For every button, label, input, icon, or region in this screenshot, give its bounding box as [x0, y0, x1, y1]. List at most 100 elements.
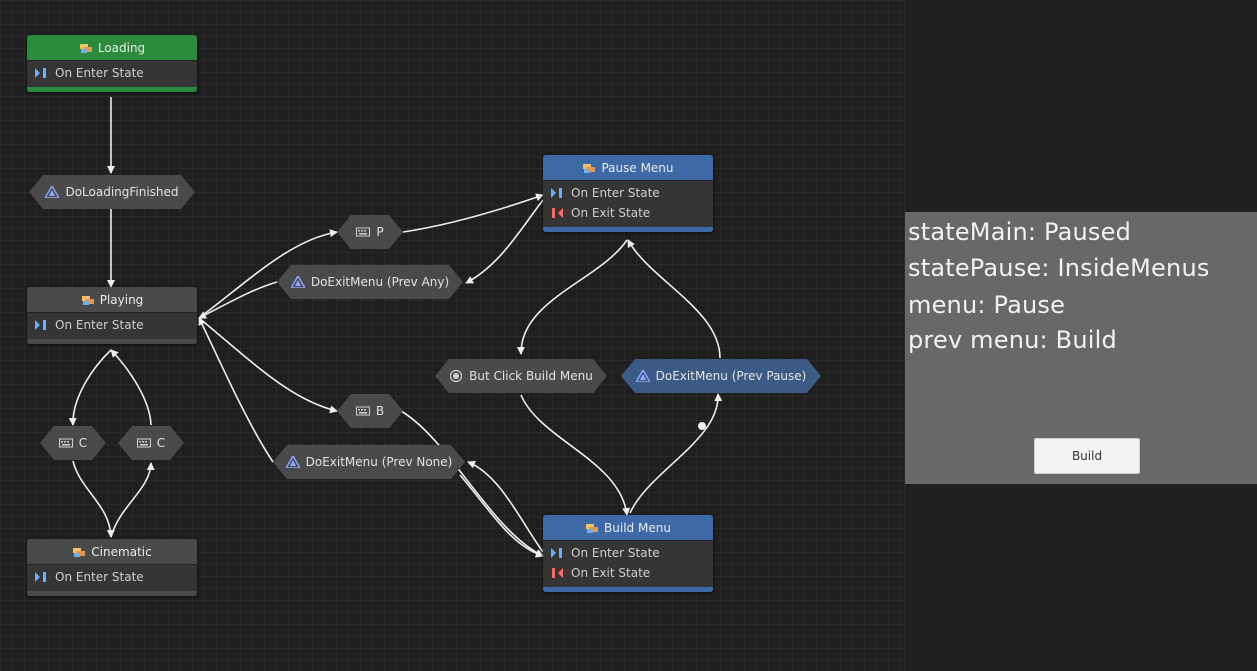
state-graph-canvas[interactable]: Loading On Enter State Playing On Enter …	[0, 0, 905, 671]
on-exit-icon	[552, 208, 563, 218]
state-icon	[73, 547, 86, 557]
transition-but-click-build-menu[interactable]: But Click Build Menu	[435, 359, 607, 393]
edge-pausemenu-to-butclick	[516, 239, 628, 355]
state-title: Cinematic	[91, 544, 152, 559]
edge-playing-to-key-b	[198, 317, 338, 414]
state-footer	[27, 87, 197, 92]
debug-line-state-pause: statePause: InsideMenus	[908, 254, 1210, 282]
transition-doexitmenu-prev-none[interactable]: DoExitMenu (Prev None)	[273, 445, 465, 479]
on-enter-icon	[551, 548, 562, 558]
edge-playing-to-key-p	[198, 229, 338, 319]
event-icon	[291, 276, 305, 288]
keyboard-icon	[137, 437, 151, 449]
state-icon	[79, 43, 92, 53]
state-action-row[interactable]: On Enter State	[27, 63, 197, 83]
edge-doexitmenu-pause-to-pausemenu	[627, 239, 721, 359]
state-action-label: On Enter State	[55, 570, 144, 584]
state-action-row[interactable]: On Enter State	[27, 315, 197, 335]
transition-label: But Click Build Menu	[469, 369, 593, 383]
transition-doloadingfinished[interactable]: DoLoadingFinished	[29, 175, 195, 209]
transition-label: DoLoadingFinished	[65, 185, 179, 199]
state-footer	[543, 227, 713, 232]
state-node-build-menu[interactable]: Build Menu On Enter State On Exit State	[543, 515, 713, 592]
state-header-loading[interactable]: Loading	[27, 35, 197, 61]
edge-pausemenu-to-doexitmenu-any	[465, 199, 544, 284]
keyboard-icon	[356, 405, 370, 417]
on-enter-icon	[551, 188, 562, 198]
edge-key-p-to-pausemenu	[402, 193, 544, 233]
edge-buildmenu-to-doexitmenu-pause	[629, 393, 723, 514]
state-action-label: On Enter State	[55, 66, 144, 80]
state-title: Build Menu	[604, 520, 671, 535]
state-title: Loading	[97, 40, 146, 55]
debug-info-panel: stateMain: Paused statePause: InsideMenu…	[905, 212, 1257, 484]
event-icon	[636, 370, 650, 382]
state-footer	[27, 339, 197, 344]
state-action-row[interactable]: On Enter State	[27, 567, 197, 587]
on-exit-icon	[552, 568, 563, 578]
edge-drag-handle	[698, 422, 706, 430]
keyboard-icon	[356, 226, 370, 238]
state-action-row[interactable]: On Enter State	[543, 543, 713, 563]
transition-doexitmenu-prev-any[interactable]: DoExitMenu (Prev Any)	[277, 265, 463, 299]
edge-key-c-left-to-cinematic	[72, 460, 115, 538]
state-action-label: On Enter State	[55, 318, 144, 332]
transition-label: C	[78, 436, 88, 450]
state-title: Playing	[99, 292, 144, 307]
transition-label: DoExitMenu (Prev Pause)	[655, 369, 807, 383]
transition-key-c-left[interactable]: C	[40, 426, 106, 460]
state-title: Pause Menu	[601, 160, 674, 175]
edge-key-c-right-to-playing	[110, 349, 152, 426]
state-icon	[583, 163, 596, 173]
transition-key-c-right[interactable]: C	[118, 426, 184, 460]
event-icon	[45, 186, 59, 198]
edge-key-b-to-buildmenu	[400, 410, 544, 557]
edge-buildmenu-to-doexitmenu-none	[467, 460, 544, 553]
state-icon	[586, 523, 599, 533]
state-header-pause-menu[interactable]: Pause Menu	[543, 155, 713, 181]
debug-line-state-main: stateMain: Paused	[908, 218, 1132, 246]
state-action-label: On Enter State	[571, 186, 660, 200]
build-button[interactable]: Build	[1034, 438, 1140, 474]
state-header-build-menu[interactable]: Build Menu	[543, 515, 713, 541]
debug-line-menu: menu: Pause	[908, 291, 1066, 319]
state-action-row[interactable]: On Exit State	[543, 563, 713, 583]
state-action-row[interactable]: On Exit State	[543, 203, 713, 223]
state-action-row[interactable]: On Enter State	[543, 183, 713, 203]
transition-key-b[interactable]: B	[337, 394, 403, 428]
state-action-label: On Exit State	[571, 566, 651, 580]
on-enter-icon	[35, 68, 46, 78]
debug-line-prev-menu: prev menu: Build	[908, 326, 1117, 354]
state-node-cinematic[interactable]: Cinematic On Enter State	[27, 539, 197, 596]
state-header-cinematic[interactable]: Cinematic	[27, 539, 197, 565]
panel-divider	[904, 0, 905, 671]
event-icon	[286, 456, 300, 468]
edge-butclick-to-buildmenu	[520, 394, 631, 516]
transition-key-p[interactable]: P	[337, 215, 403, 249]
state-header-playing[interactable]: Playing	[27, 287, 197, 313]
radio-button-icon	[449, 370, 463, 382]
state-action-label: On Enter State	[571, 546, 660, 560]
edge-playing-to-key-c-left	[68, 349, 112, 426]
transition-label: C	[156, 436, 166, 450]
on-enter-icon	[35, 572, 46, 582]
state-footer	[27, 591, 197, 596]
state-action-label: On Exit State	[571, 206, 651, 220]
transition-label: B	[375, 404, 385, 418]
edge-doexitmenu-none-to-buildmenu	[459, 474, 544, 558]
edge-doexitmenu-any-to-playing	[198, 281, 278, 319]
state-icon	[81, 295, 94, 305]
state-node-pause-menu[interactable]: Pause Menu On Enter State On Exit State	[543, 155, 713, 232]
keyboard-icon	[59, 437, 73, 449]
on-enter-icon	[35, 320, 46, 330]
state-node-loading[interactable]: Loading On Enter State	[27, 35, 197, 92]
edge-doexitmenu-none-to-playing	[198, 317, 274, 463]
transition-doexitmenu-prev-pause[interactable]: DoExitMenu (Prev Pause)	[621, 359, 821, 393]
state-footer	[543, 587, 713, 592]
transition-label: P	[376, 225, 384, 239]
transition-label: DoExitMenu (Prev Any)	[310, 275, 450, 289]
edge-cinematic-to-key-c-right	[110, 462, 155, 538]
transition-label: DoExitMenu (Prev None)	[305, 455, 453, 469]
state-node-playing[interactable]: Playing On Enter State	[27, 287, 197, 344]
transition-edges	[68, 97, 723, 558]
